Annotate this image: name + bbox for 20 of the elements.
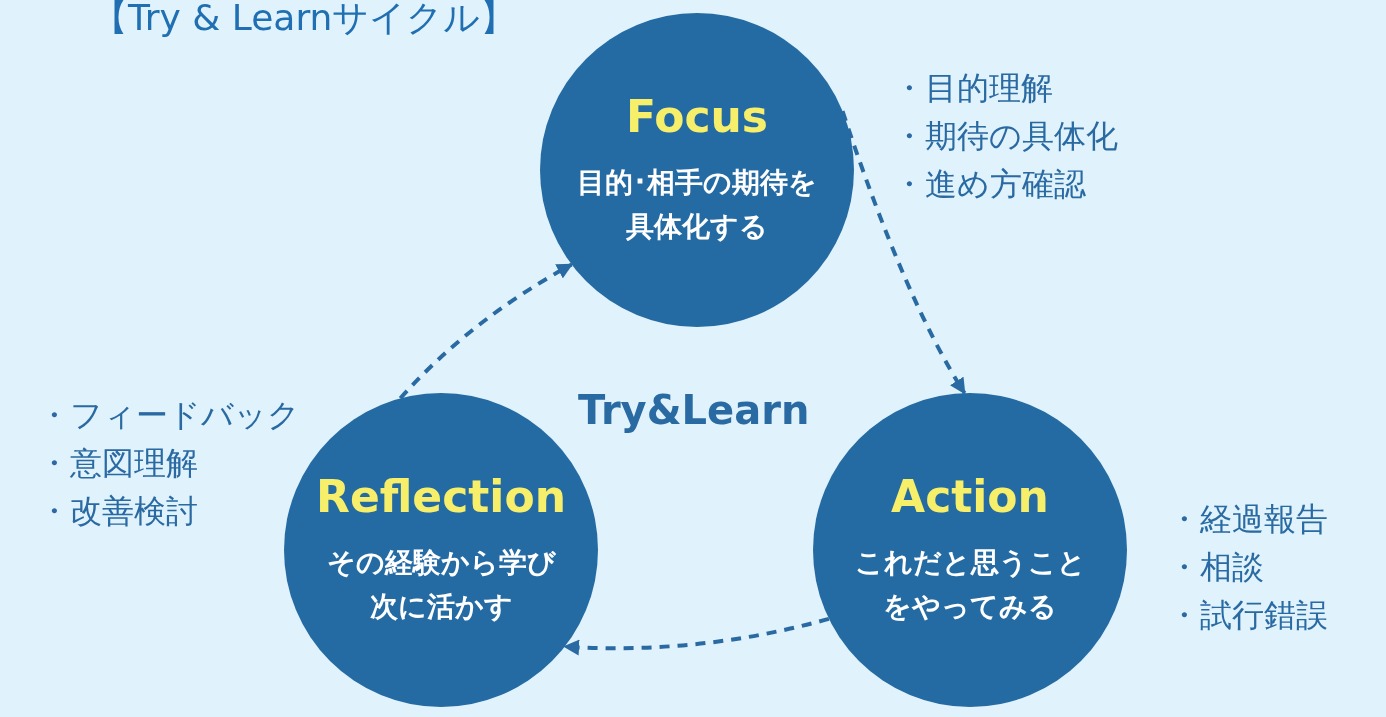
bullet-item: ・進め方確認	[893, 164, 1086, 204]
bullet-item: ・相談	[1168, 547, 1264, 587]
stage-description: 目的･相手の期待を具体化する	[577, 165, 817, 245]
cycle-arrow	[398, 262, 573, 400]
cycle-label: Try&Learn	[578, 386, 810, 435]
bullet-item: ・経過報告	[1168, 499, 1328, 539]
title: 【Try & Learnサイクル】	[92, 0, 517, 40]
bullet-item: ・フィードバック	[38, 395, 300, 435]
stage-title: Action	[890, 471, 1050, 523]
bullet-item: ・目的理解	[893, 68, 1053, 108]
cycle-arrow	[563, 616, 830, 656]
stage-description: その経験から学び次に活かす	[325, 545, 557, 625]
bullet-item: ・期待の具体化	[893, 116, 1118, 156]
bullet-item: ・意図理解	[38, 443, 198, 483]
bullet-item: ・試行錯誤	[1168, 595, 1328, 635]
stage-title: Reflection	[315, 471, 567, 523]
bullet-item: ・改善検討	[38, 491, 198, 531]
cycle-arrow	[840, 110, 967, 395]
stage-title: Focus	[624, 91, 770, 143]
stage-description: これだと思うことをやってみる	[853, 545, 1087, 625]
